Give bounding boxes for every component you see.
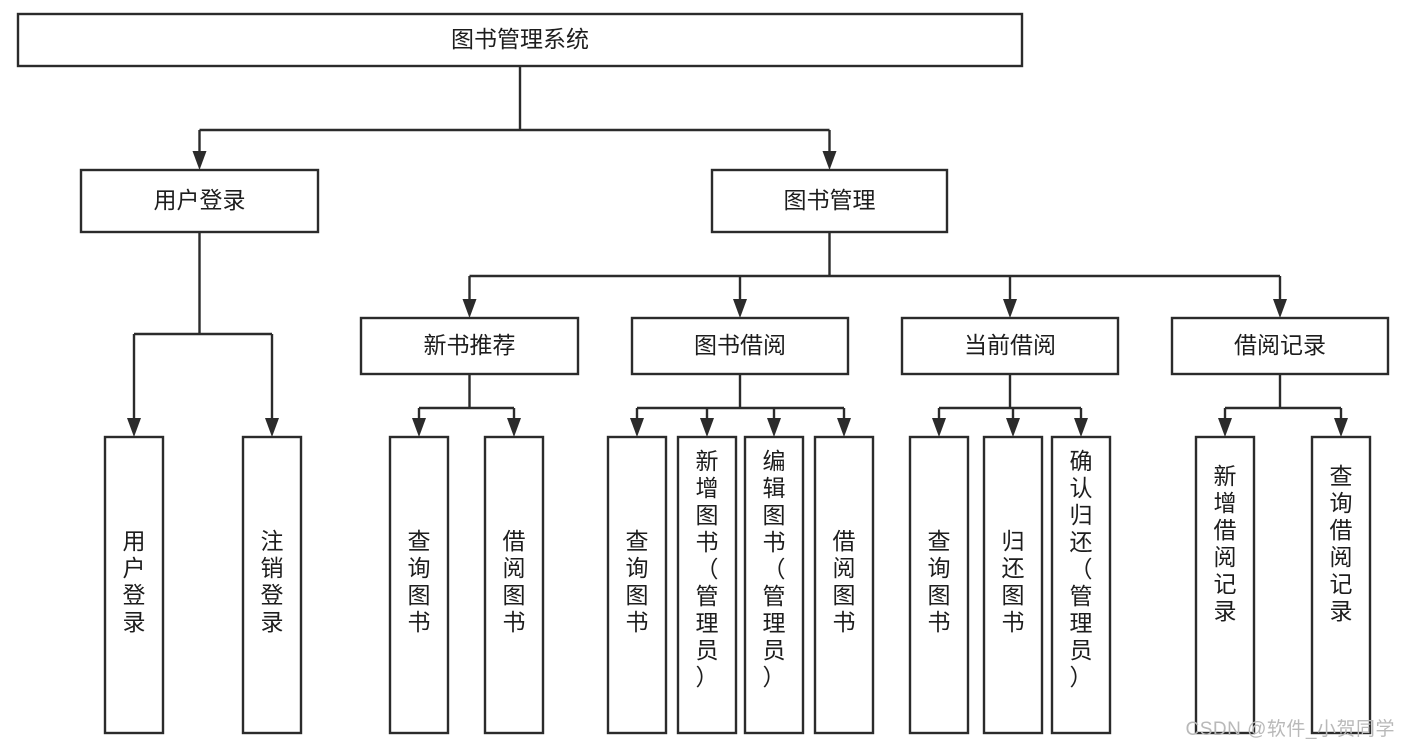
node-box-current-borrow [900,316,1120,376]
node-book-manage[interactable]: 图书管理 [710,168,949,234]
node-label-leaf-query-book-1: 查询图书 [408,528,431,635]
node-label-leaf-add-borrow-record: 新增借阅记录 [1214,463,1237,624]
edge-root-arrow-0 [192,151,207,170]
edge-new-book-recommend-arrow-1 [507,418,521,437]
node-label-book-manage: 图书管理 [784,187,876,213]
edge-user-login-arrow-1 [265,418,279,437]
node-box-leaf-borrow-book-1 [483,435,545,735]
edge-borrow-record-arrow-1 [1334,418,1348,437]
node-label-leaf-query-borrow-record: 查询借阅记录 [1330,463,1353,624]
node-leaf-borrow-book-2[interactable]: 借阅图书 [813,435,875,735]
edge-book-borrow-arrow-0 [630,418,644,437]
node-label-leaf-query-book-3: 查询图书 [928,528,951,635]
node-leaf-return-book[interactable]: 归还图书 [982,435,1044,735]
edge-new-book-recommend-arrow-0 [412,418,426,437]
node-box-root [16,12,1024,68]
node-box-leaf-query-book-3 [908,435,970,735]
node-box-leaf-confirm-return-admin [1050,435,1112,735]
csdn-watermark: CSDN @软件_小贺同学 [1185,719,1395,740]
node-box-leaf-user-login [103,435,165,735]
node-label-user-login: 用户登录 [154,187,246,213]
node-box-leaf-query-borrow-record [1310,435,1372,735]
node-label-leaf-add-book-admin: 新增图书（管理员） [696,448,719,690]
node-box-leaf-add-borrow-record [1194,435,1256,735]
node-leaf-add-borrow-record[interactable]: 新增借阅记录 [1194,435,1256,735]
node-box-leaf-return-book [982,435,1044,735]
node-borrow-record[interactable]: 借阅记录 [1170,316,1390,376]
node-label-root: 图书管理系统 [451,26,589,52]
nodes-layer: 图书管理系统用户登录图书管理新书推荐图书借阅当前借阅借阅记录用户登录注销登录查询… [16,12,1390,735]
node-root[interactable]: 图书管理系统 [16,12,1024,68]
node-label-borrow-record: 借阅记录 [1234,332,1326,358]
edge-book-manage-arrow-3 [1273,299,1287,318]
edge-current-borrow-arrow-0 [932,418,946,437]
edge-book-manage-arrow-1 [733,299,747,318]
node-box-user-login [79,168,320,234]
node-leaf-add-book-admin[interactable]: 新增图书（管理员） [676,435,738,735]
node-box-leaf-logout-login [241,435,303,735]
node-user-login[interactable]: 用户登录 [79,168,320,234]
node-new-book-recommend[interactable]: 新书推荐 [359,316,580,376]
edge-book-manage-arrow-0 [462,299,477,318]
edge-book-borrow-arrow-2 [767,418,781,437]
node-box-leaf-borrow-book-2 [813,435,875,735]
node-label-leaf-borrow-book-1: 借阅图书 [503,528,526,635]
node-book-borrow[interactable]: 图书借阅 [630,316,850,376]
node-label-leaf-logout-login: 注销登录 [261,528,284,635]
node-label-leaf-query-book-2: 查询图书 [626,528,649,635]
node-label-current-borrow: 当前借阅 [964,332,1056,358]
edge-borrow-record-arrow-0 [1218,418,1232,437]
node-box-leaf-query-book-2 [606,435,668,735]
node-box-leaf-add-book-admin [676,435,738,735]
edge-user-login-arrow-0 [127,418,141,437]
node-label-leaf-user-login: 用户登录 [123,528,146,635]
node-label-book-borrow: 图书借阅 [694,332,786,358]
node-leaf-borrow-book-1[interactable]: 借阅图书 [483,435,545,735]
node-box-book-borrow [630,316,850,376]
node-current-borrow[interactable]: 当前借阅 [900,316,1120,376]
node-label-leaf-edit-book-admin: 编辑图书（管理员） [763,448,786,690]
node-leaf-query-book-3[interactable]: 查询图书 [908,435,970,735]
node-leaf-query-book-2[interactable]: 查询图书 [606,435,668,735]
node-label-leaf-return-book: 归还图书 [1002,528,1025,635]
node-label-leaf-confirm-return-admin: 确认归还（管理员） [1070,448,1093,690]
node-leaf-user-login[interactable]: 用户登录 [103,435,165,735]
node-box-leaf-edit-book-admin [743,435,805,735]
node-leaf-logout-login[interactable]: 注销登录 [241,435,303,735]
edge-root-arrow-1 [822,151,837,170]
node-leaf-confirm-return-admin[interactable]: 确认归还（管理员） [1050,435,1112,735]
node-label-new-book-recommend: 新书推荐 [424,332,516,358]
edge-book-borrow-arrow-3 [837,418,851,437]
edges-layer [127,66,1348,437]
node-box-leaf-query-book-1 [388,435,450,735]
node-box-new-book-recommend [359,316,580,376]
edge-current-borrow-arrow-1 [1006,418,1020,437]
edge-book-manage-arrow-2 [1003,299,1017,318]
edge-current-borrow-arrow-2 [1074,418,1088,437]
edge-book-borrow-arrow-1 [700,418,714,437]
node-leaf-edit-book-admin[interactable]: 编辑图书（管理员） [743,435,805,735]
node-label-leaf-borrow-book-2: 借阅图书 [833,528,856,635]
node-leaf-query-borrow-record[interactable]: 查询借阅记录 [1310,435,1372,735]
node-leaf-query-book-1[interactable]: 查询图书 [388,435,450,735]
node-box-book-manage [710,168,949,234]
node-box-borrow-record [1170,316,1390,376]
